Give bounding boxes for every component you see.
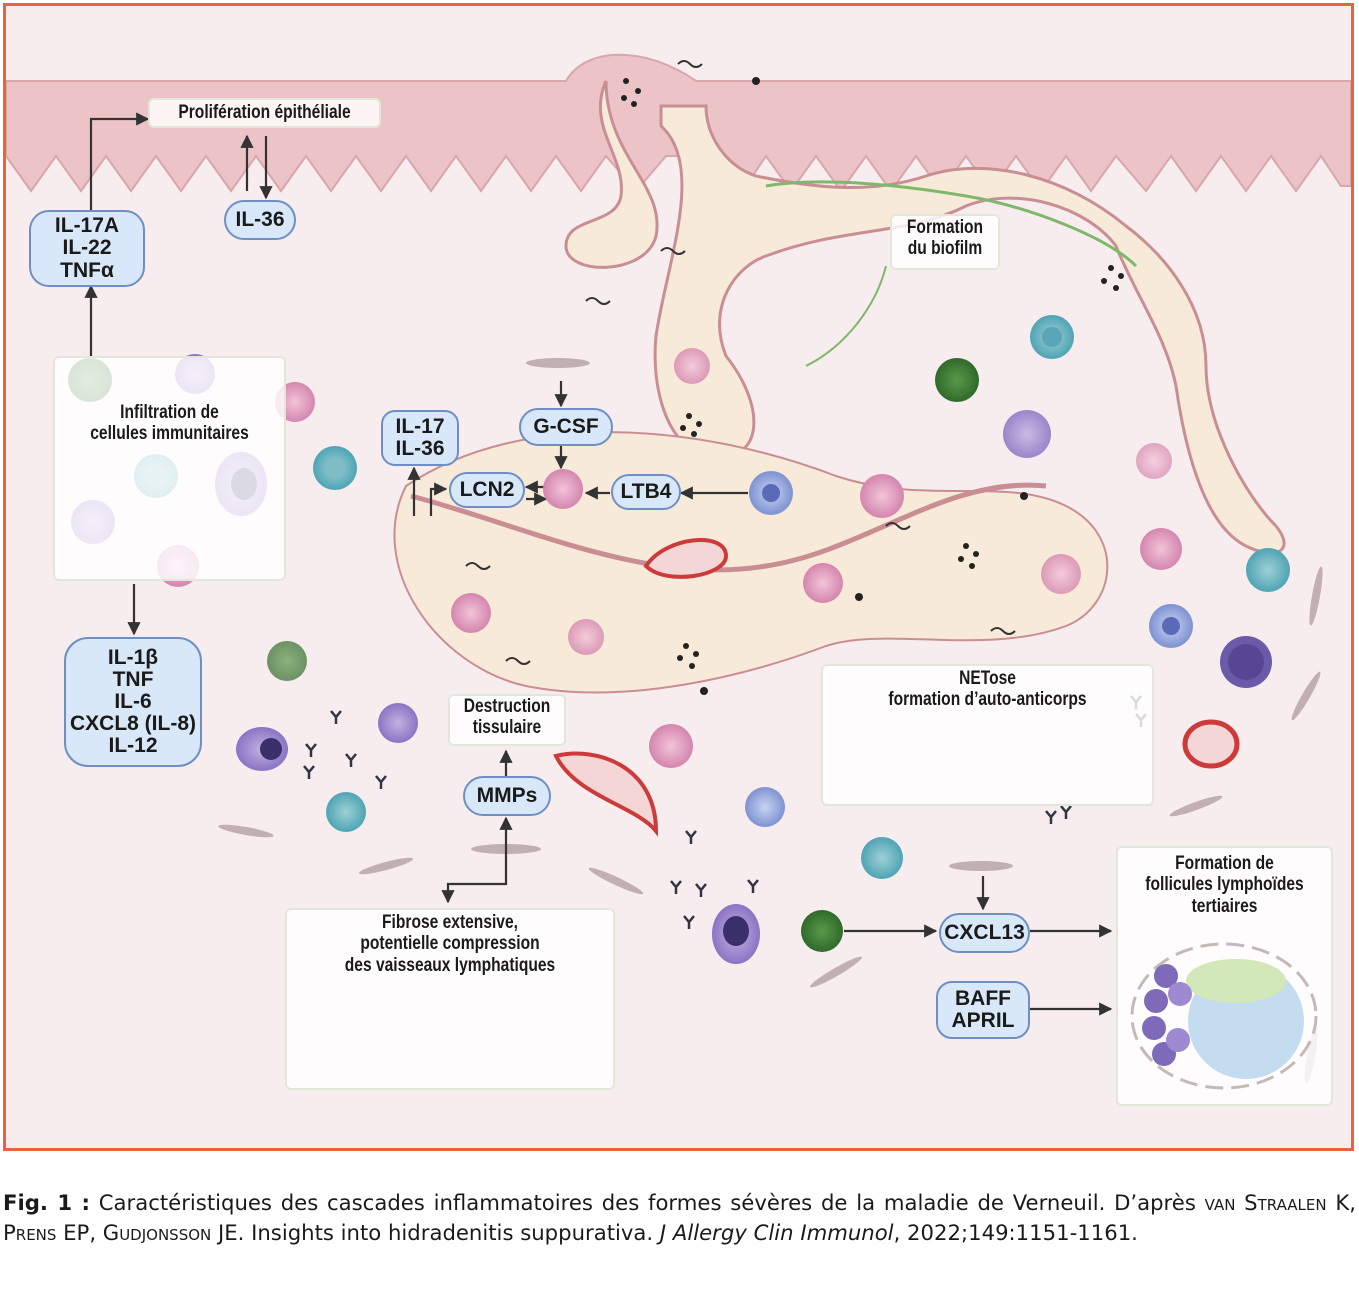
caption-ref: , 2022;149:1151-1161. — [893, 1220, 1138, 1245]
blood-vessel — [553, 751, 659, 837]
netose-box — [821, 664, 1154, 806]
biofilm-label: Formation du biofilm — [906, 217, 984, 260]
biofilm-box — [890, 214, 1000, 270]
proliferation-label: Prolifération épithéliale — [178, 102, 351, 123]
caption-journal: J Allergy Clin Immunol — [659, 1220, 894, 1245]
figure-caption: Fig. 1 : Caractéristiques des cascades i… — [3, 1188, 1356, 1248]
infiltration-label: Infiltration de cellules immunitaires — [90, 402, 249, 445]
destruction-box — [448, 694, 566, 746]
abscess-wall — [410, 482, 1047, 573]
caption-fig-label: Fig. 1 : — [3, 1190, 90, 1215]
caption-title: . Insights into hidradenitis suppurativa… — [237, 1220, 660, 1245]
lcn2-pill: LCN2 — [449, 472, 525, 508]
proliferation-box — [148, 98, 381, 128]
fibrose-label: Fibrose extensive, potentielle compressi… — [344, 912, 556, 976]
figure-panel: Prolifération épithéliale IL-36 IL-17A I… — [3, 3, 1354, 1151]
blood-vessel — [643, 538, 729, 579]
il36-top-pill: IL-36 — [224, 200, 296, 240]
biofilm-line — [765, 180, 1138, 268]
netose-label: NETose formation d’auto-anticorps — [888, 668, 1087, 711]
cxcl13-pill: CXCL13 — [939, 913, 1030, 953]
cytokines-pill: IL-1β TNF IL-6 CXCL8 (IL-8) IL-12 — [64, 637, 202, 767]
ltb4-pill: LTB4 — [611, 474, 681, 510]
blood-vessel — [1182, 719, 1240, 769]
infiltration-box — [53, 356, 286, 581]
caption-authors: van Straalen K, Prens EP, Gudjonsson JE — [3, 1190, 1356, 1245]
follicle-illustration — [1130, 942, 1318, 1090]
caption-text: Caractéristiques des cascades inflammato… — [89, 1190, 1205, 1215]
fibrose-box — [285, 908, 615, 1090]
baff-april-pill: BAFF APRIL — [936, 981, 1030, 1039]
gcsf-pill: G-CSF — [519, 408, 613, 446]
il17a-il22-tnfa-pill: IL-17A IL-22 TNFα — [29, 210, 145, 287]
destruction-label: Destruction tissulaire — [463, 696, 551, 739]
il17-il36-pill: IL-17 IL-36 — [381, 410, 459, 466]
mmps-pill: MMPs — [463, 776, 551, 816]
diagram-background — [6, 53, 1351, 1084]
follicules-label: Formation de follicules lymphoïdes terti… — [1145, 853, 1304, 917]
